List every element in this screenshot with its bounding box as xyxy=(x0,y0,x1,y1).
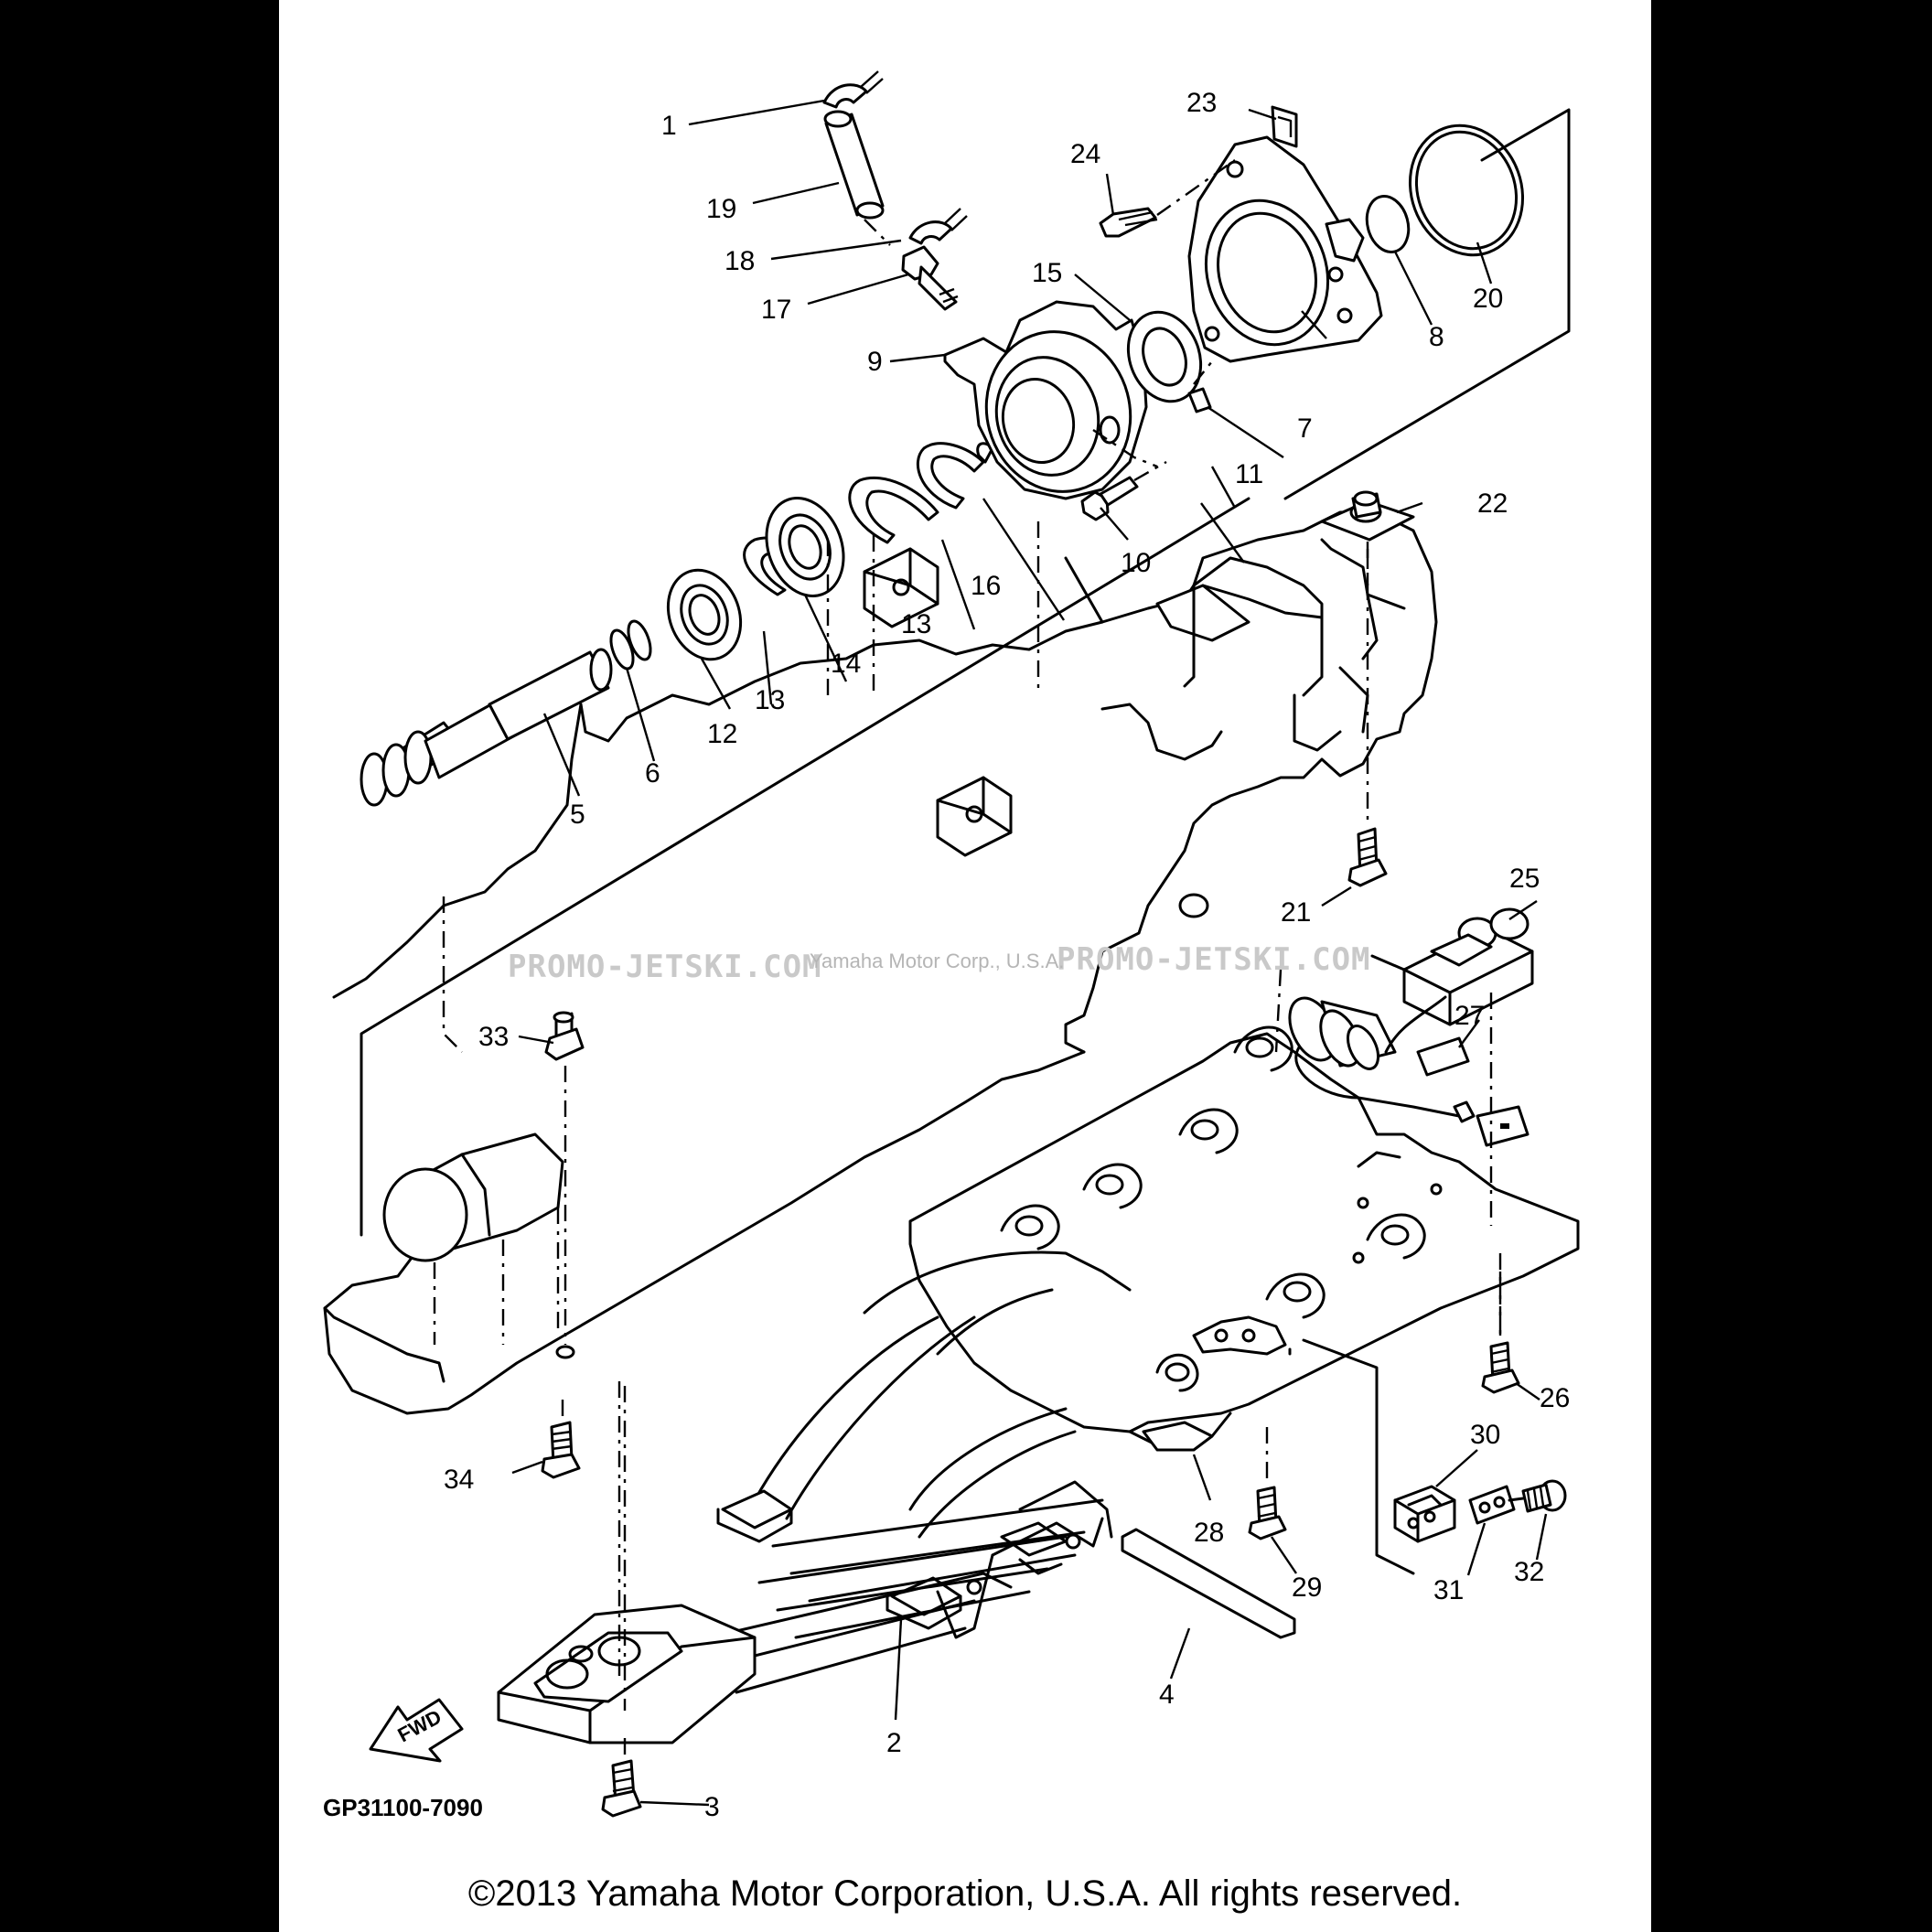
callout-17: 17 xyxy=(761,295,791,325)
callout-3: 3 xyxy=(704,1792,720,1822)
hose-19 xyxy=(823,110,891,246)
bolt-33 xyxy=(544,1011,585,1359)
callout-28: 28 xyxy=(1194,1518,1224,1548)
callout-21: 21 xyxy=(1281,897,1311,928)
callout-23: 23 xyxy=(1186,88,1217,118)
ring-16 xyxy=(916,442,994,510)
callout-31: 31 xyxy=(1433,1575,1464,1605)
callout-11: 11 xyxy=(1235,459,1263,489)
hull-casting xyxy=(323,510,1438,1415)
bearing-14 xyxy=(765,497,845,597)
hose-clamp-18 xyxy=(908,208,968,245)
watermarks: PROMO-JETSKI.COM PROMO-JETSKI.COM Yamaha… xyxy=(508,941,1371,985)
bearing-12 xyxy=(666,568,743,661)
callout-29: 29 xyxy=(1292,1572,1322,1603)
bolt-17 xyxy=(901,245,959,311)
upper-frame xyxy=(360,108,1571,1237)
intake-grate xyxy=(707,1250,1132,1694)
callout-16: 16 xyxy=(971,571,1001,601)
callout-7: 7 xyxy=(1297,413,1313,444)
hull-plate xyxy=(323,1208,560,1383)
parts-diagram: FWD xyxy=(323,70,1580,1822)
callout-19: 19 xyxy=(706,194,736,224)
callout-8: 8 xyxy=(1429,322,1444,352)
bearing-housing xyxy=(943,300,1148,500)
callout-numbers: 1 19 18 17 9 15 23 24 7 8 20 11 10 22 16… xyxy=(323,88,1570,1822)
callout-10: 10 xyxy=(1121,548,1151,578)
grate-front-bracket xyxy=(497,1604,757,1744)
hose-clamp-1 xyxy=(822,70,884,109)
drawing-code: GP31100-7090 xyxy=(323,1794,483,1821)
ride-plate-28 xyxy=(908,1025,1580,1452)
svg-text:PROMO-JETSKI.COM: PROMO-JETSKI.COM xyxy=(1057,941,1371,978)
callout-14: 14 xyxy=(831,649,861,679)
callout-6: 6 xyxy=(645,758,660,789)
callout-1: 1 xyxy=(661,111,677,141)
callout-leaders xyxy=(511,99,1548,1807)
plate-31 xyxy=(1468,1485,1516,1525)
callout-26: 26 xyxy=(1540,1383,1570,1413)
bolt-10 xyxy=(1080,429,1167,521)
grease-nipple xyxy=(1271,105,1298,148)
callout-30: 30 xyxy=(1470,1420,1500,1450)
bracket-frame xyxy=(1288,1338,1415,1575)
callout-5: 5 xyxy=(570,800,585,830)
callout-9: 9 xyxy=(867,347,883,377)
callout-25: 25 xyxy=(1509,864,1540,894)
callout-12: 12 xyxy=(707,719,737,749)
o-ring-8 xyxy=(1365,195,1411,253)
sensor-27 xyxy=(1288,995,1530,1147)
callout-34: 34 xyxy=(444,1465,474,1495)
callout-2: 2 xyxy=(886,1728,902,1758)
svg-text:Yamaha Motor Corp., U.S.A.: Yamaha Motor Corp., U.S.A. xyxy=(810,950,1064,972)
diagram-sheet: FWD xyxy=(279,0,1651,1932)
screw-32 xyxy=(1508,1479,1567,1513)
fwd-arrow: FWD xyxy=(369,1698,464,1763)
cover-plate xyxy=(1187,135,1383,363)
callout-18: 18 xyxy=(724,246,755,276)
washer-bolt-22 xyxy=(1320,490,1415,585)
drive-shaft xyxy=(360,648,613,807)
callout-32: 32 xyxy=(1514,1557,1544,1587)
bolt-3 xyxy=(601,1386,642,1818)
sensor-bracket-25 xyxy=(1370,907,1534,1026)
callout-22: 22 xyxy=(1477,488,1508,519)
dowel-pin xyxy=(1187,360,1213,413)
callout-33: 33 xyxy=(478,1022,509,1052)
callout-13a: 13 xyxy=(755,685,785,715)
o-ring-20 xyxy=(1408,123,1525,257)
callout-13b: 13 xyxy=(901,609,931,639)
bolt-34 xyxy=(541,1400,581,1479)
callout-15: 15 xyxy=(1032,258,1062,288)
circlip-13b xyxy=(848,476,939,544)
callout-24: 24 xyxy=(1070,139,1100,169)
callout-27: 27 xyxy=(1454,1001,1485,1031)
intake-tube xyxy=(382,1132,564,1345)
bolt-26 xyxy=(1481,1272,1520,1394)
bolt-29 xyxy=(1248,1427,1287,1540)
o-rings xyxy=(609,619,652,671)
callout-4: 4 xyxy=(1159,1680,1175,1710)
sensor-leader-lines xyxy=(1489,993,1502,1336)
block-30 xyxy=(1393,1485,1456,1543)
callout-20: 20 xyxy=(1473,284,1503,314)
plate-4 xyxy=(1121,1528,1296,1639)
copyright-notice: ©2013 Yamaha Motor Corporation, U.S.A. A… xyxy=(467,1873,1463,1914)
bolt-21 xyxy=(1347,549,1388,887)
svg-text:PROMO-JETSKI.COM: PROMO-JETSKI.COM xyxy=(508,949,822,985)
oil-seal-15 xyxy=(1126,310,1203,403)
